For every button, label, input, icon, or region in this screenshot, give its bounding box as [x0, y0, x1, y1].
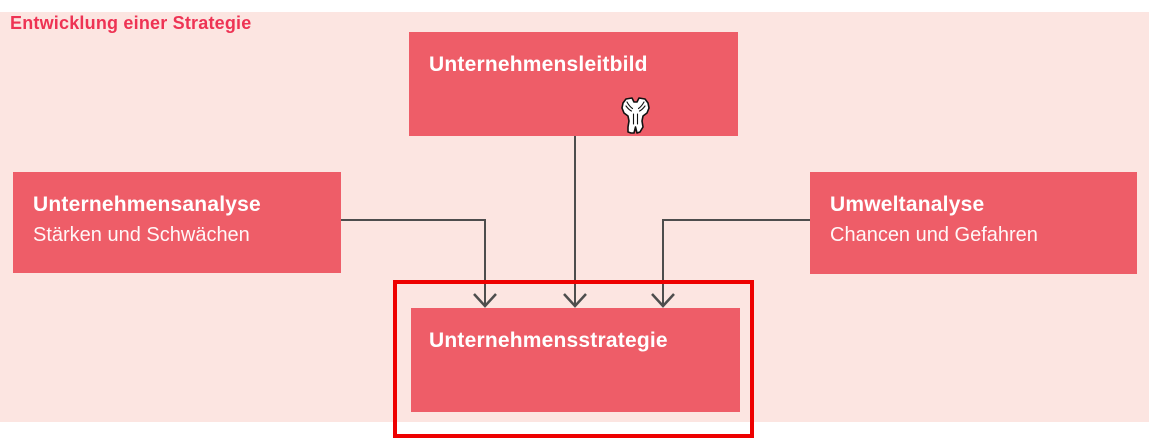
node-unternehmensanalyse[interactable]: Unternehmensanalyse Stärken und Schwäche…: [13, 172, 341, 273]
mascot-cursor-icon: [621, 97, 650, 134]
node-title: Umweltanalyse: [830, 193, 985, 216]
node-umweltanalyse[interactable]: Umweltanalyse Chancen und Gefahren: [810, 172, 1137, 274]
node-subtitle: Chancen und Gefahren: [830, 224, 1038, 246]
page-title: Entwicklung einer Strategie: [10, 13, 252, 33]
node-subtitle: Stärken und Schwächen: [33, 224, 250, 246]
node-title: Unternehmensstrategie: [429, 329, 668, 352]
node-unternehmensstrategie[interactable]: Unternehmensstrategie: [411, 308, 740, 412]
node-title: Unternehmensanalyse: [33, 193, 261, 216]
node-unternehmensleitbild[interactable]: Unternehmensleitbild: [409, 32, 738, 136]
node-title: Unternehmensleitbild: [429, 53, 648, 76]
